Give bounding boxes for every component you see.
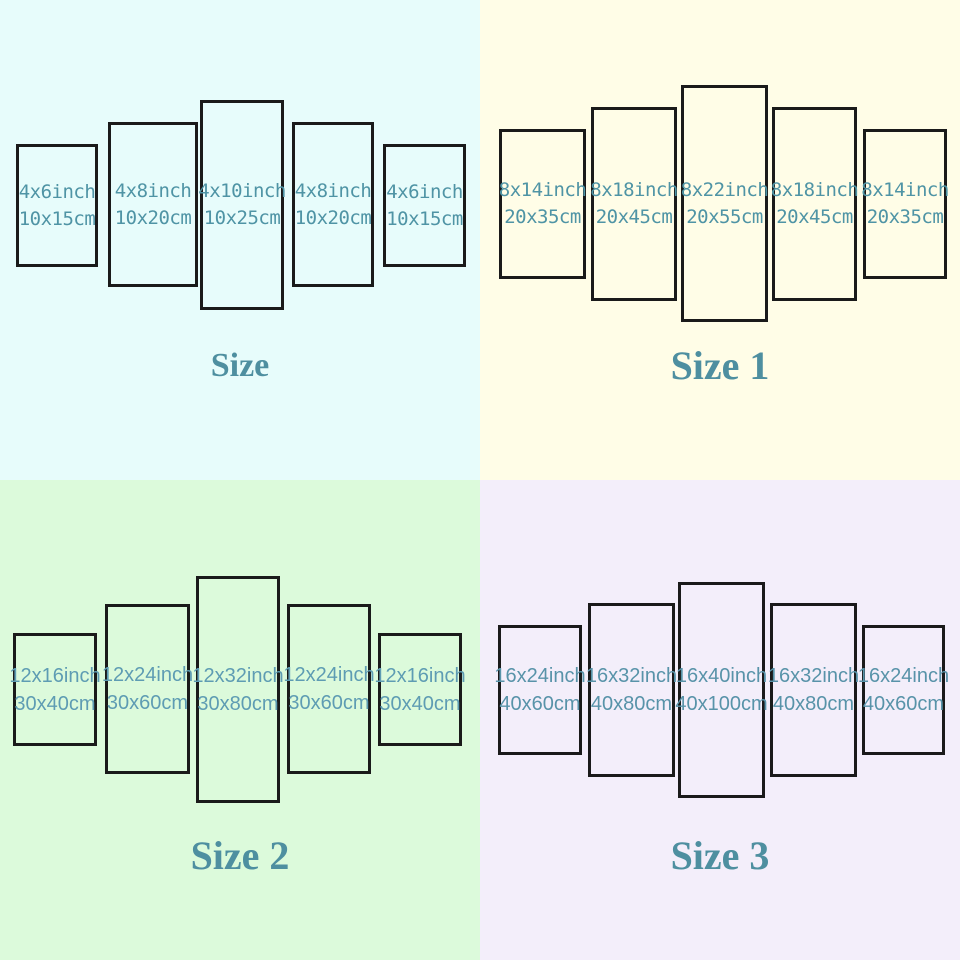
panel-size-inch: 8x14inch: [498, 179, 587, 201]
panel-size-inch: 12x24inch: [101, 664, 194, 686]
panel-size-inch: 4x6inch: [386, 180, 463, 203]
panel-size-inch: 12x16inch: [374, 664, 466, 687]
panel-size-inch: 12x32inch: [192, 664, 284, 687]
panel-size-inch: 4x10inch: [198, 180, 286, 202]
panel-rect: 12x24inch 30x60cm: [283, 604, 375, 774]
panel-size-cm: 10x20cm: [114, 206, 192, 229]
panel-rect: 12x32inch 30x80cm: [192, 576, 284, 803]
quadrant-size-2: 12x16inch 30x40cm 12x24inch 30x60cm 12x3…: [0, 480, 480, 960]
quadrant-title: Size 2: [190, 833, 290, 878]
panel-size-cm: 30x80cm: [197, 692, 279, 715]
panel-size-cm: 30x60cm: [106, 692, 189, 714]
panel-size-cm: 40x100cm: [675, 693, 768, 715]
panel-size-cm: 30x40cm: [379, 692, 461, 715]
quadrant-size-1: 8x14inch 20x35cm 8x18inch 20x45cm 8x22in…: [480, 0, 960, 480]
panel-size-inch: 8x14inch: [861, 179, 949, 201]
panel-rect: 12x16inch 30x40cm: [9, 633, 101, 746]
quadrant-title: Size 1: [670, 343, 770, 388]
panel-size-cm: 10x15cm: [386, 207, 463, 230]
panel-rect: 8x22inch 20x55cm: [680, 85, 769, 322]
panel-size-cm: 10x25cm: [203, 207, 281, 229]
panel-size-inch: 16x24inch: [494, 665, 586, 687]
quadrant-title: Size 3: [670, 833, 770, 878]
panel-size-cm: 40x80cm: [590, 693, 673, 715]
panel-rect: 8x18inch 20x45cm: [770, 107, 859, 301]
panel-size-inch: 16x40inch: [675, 665, 768, 687]
panel-rect: 4x6inch 10x15cm: [16, 144, 98, 267]
panel-size-cm: 10x15cm: [18, 207, 96, 230]
panel-rect: 8x18inch 20x45cm: [590, 107, 678, 301]
panel-size-cm: 30x60cm: [288, 692, 370, 714]
panel-rect: 12x16inch 30x40cm: [374, 633, 466, 746]
panel-rect: 4x6inch 10x15cm: [383, 144, 466, 267]
panel-size-cm: 40x60cm: [862, 693, 945, 715]
panel-size-inch: 4x8inch: [114, 179, 192, 202]
panel-rect: 16x40inch 40x100cm: [675, 582, 768, 798]
quadrant-title: Size: [210, 347, 270, 384]
panel-size-inch: 12x16inch: [9, 664, 101, 687]
panel-size-cm: 20x45cm: [776, 206, 853, 228]
panel-size-cm: 30x40cm: [14, 692, 96, 715]
panel-size-cm: 20x45cm: [595, 206, 673, 228]
panel-size-inch: 16x24inch: [857, 665, 950, 687]
panel-rect: 8x14inch 20x35cm: [498, 129, 587, 279]
panel-size-cm: 20x35cm: [866, 206, 944, 228]
panel-size-cm: 20x55cm: [686, 205, 763, 228]
panel-size-inch: 8x18inch: [590, 179, 678, 201]
panel-size-cm: 20x35cm: [504, 206, 581, 228]
quadrant-size: 4x6inch 10x15cm 4x8inch 10x20cm 4x10inch…: [0, 0, 480, 480]
panel-size-inch: 12x24inch: [283, 664, 375, 686]
panel-size-inch: 16x32inch: [585, 665, 678, 687]
panel-rect: 16x24inch 40x60cm: [858, 625, 949, 755]
panel-rect: 4x10inch 10x25cm: [198, 100, 286, 310]
panel-size-inch: 16x32inch: [767, 665, 860, 687]
panel-rect: 16x24inch 40x60cm: [494, 625, 586, 755]
panel-rect: 16x32inch 40x80cm: [585, 603, 678, 777]
panel-size-inch: 8x22inch: [680, 178, 769, 201]
panel-rect: 12x24inch 30x60cm: [101, 604, 194, 774]
panel-rect: 8x14inch 20x35cm: [861, 129, 949, 279]
panel-size-cm: 10x20cm: [294, 206, 372, 229]
panel-size-cm: 40x80cm: [772, 693, 855, 715]
panel-size-cm: 40x60cm: [499, 693, 581, 715]
panel-rect: 4x8inch 10x20cm: [292, 122, 374, 287]
panel-rect: 16x32inch 40x80cm: [767, 603, 860, 777]
quadrant-size-3: 16x24inch 40x60cm 16x32inch 40x80cm 16x4…: [480, 480, 960, 960]
panel-rect: 4x8inch 10x20cm: [108, 122, 198, 287]
panel-size-inch: 4x8inch: [294, 179, 372, 202]
panel-size-inch: 4x6inch: [18, 180, 96, 203]
panel-size-inch: 8x18inch: [770, 179, 859, 201]
